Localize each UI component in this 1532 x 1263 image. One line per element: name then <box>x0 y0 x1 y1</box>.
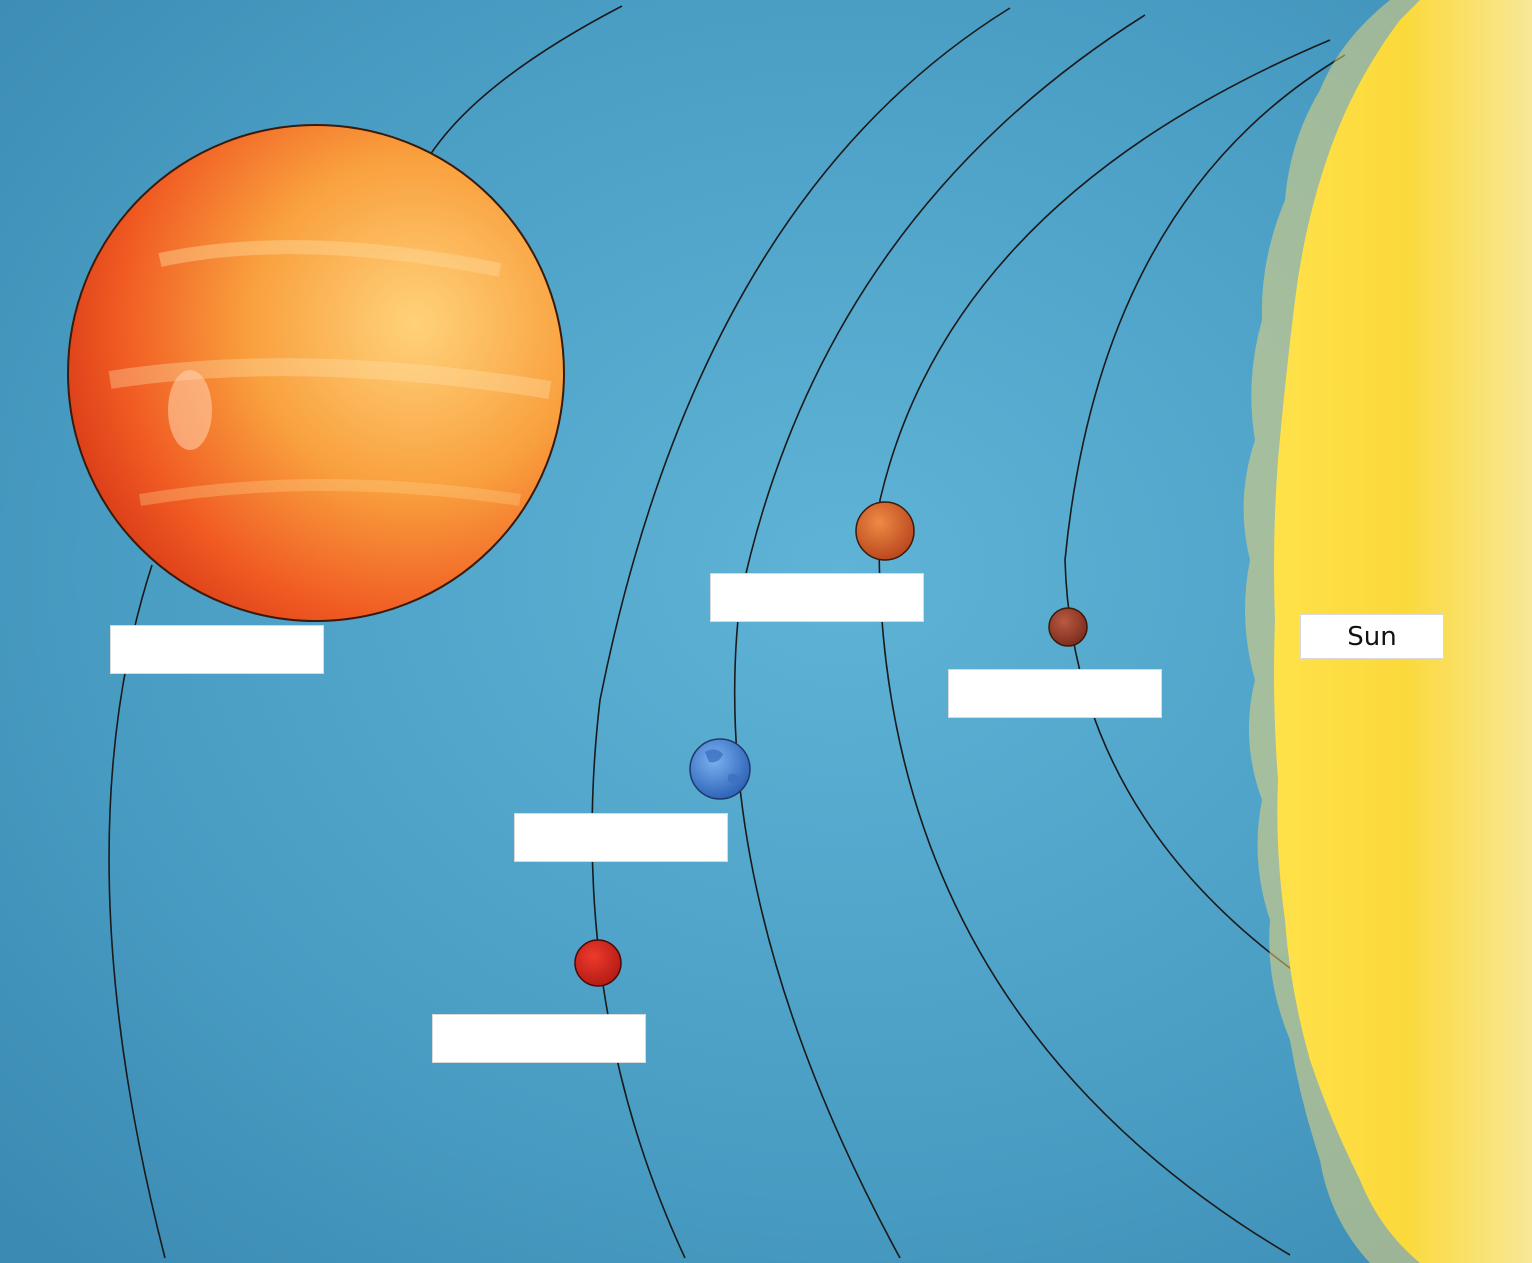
jupiter <box>67 124 565 622</box>
label-box-mercury[interactable] <box>948 669 1162 718</box>
label-box-sun[interactable]: Sun <box>1300 614 1444 659</box>
label-box-mars[interactable] <box>432 1014 646 1063</box>
orbit-jupiter <box>429 5 623 156</box>
venus <box>855 501 915 561</box>
orbit-mars <box>591 7 1011 1259</box>
label-box-earth[interactable] <box>514 813 728 862</box>
mars <box>574 939 622 987</box>
label-box-venus[interactable] <box>710 573 924 622</box>
label-box-jupiter[interactable] <box>110 625 324 674</box>
earth <box>689 738 751 800</box>
mercury <box>1048 607 1088 647</box>
